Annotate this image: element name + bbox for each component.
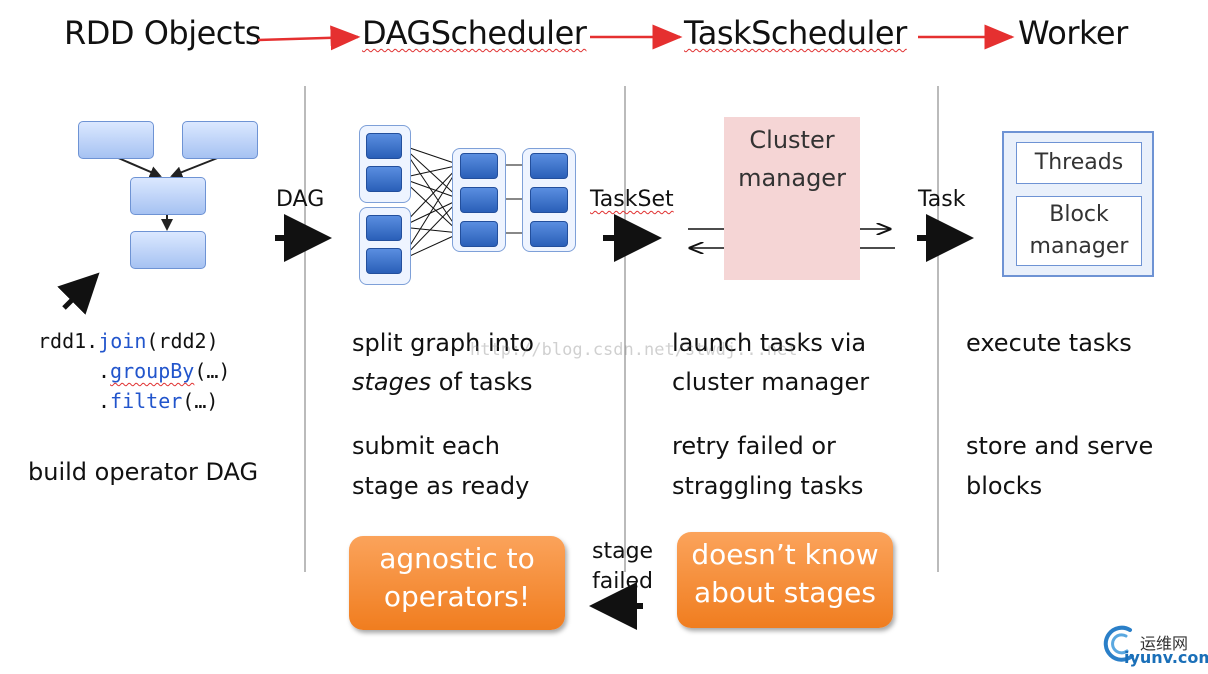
label-taskset: TaskSet: [590, 187, 674, 212]
task-node: [460, 221, 498, 247]
threads-box: Threads: [1016, 142, 1142, 184]
rdd-node-4: [130, 231, 206, 269]
code-groupby: groupBy: [110, 359, 195, 383]
rdd-node-2: [182, 121, 258, 159]
callout-doesnt-know: doesn’t know about stages: [677, 532, 893, 628]
worker-desc-3: blocks: [966, 472, 1043, 500]
iyunv-logo-icon: [1100, 622, 1144, 666]
code-line-3: .filter(…): [98, 389, 219, 413]
task-node: [460, 153, 498, 179]
logo-site-text: iyunv.com: [1124, 648, 1208, 667]
label-dag: DAG: [276, 187, 325, 212]
rdd-edge-1: [115, 156, 162, 178]
separator-3: [937, 86, 939, 572]
task-node: [530, 221, 568, 247]
watermark-url: http://blog.csdn.net/stwdj...net: [470, 340, 798, 360]
cluster-manager-label: Cluster manager: [738, 126, 846, 192]
dag-desc-1: split graph into: [352, 329, 534, 357]
task-node: [460, 187, 498, 213]
pointer-arrow: [57, 272, 100, 315]
block-manager-box: Block manager: [1016, 196, 1142, 266]
task-node: [530, 187, 568, 213]
header-arrow-1: [257, 25, 361, 51]
worker-desc-1: execute tasks: [966, 329, 1132, 357]
rdd-edge-2: [170, 156, 221, 178]
dag-desc-4: stage as ready: [352, 472, 530, 500]
separator-2: [624, 86, 626, 572]
header-dag-scheduler: DAGScheduler: [362, 14, 587, 52]
label-task: Task: [918, 187, 966, 212]
code-line-1: rdd1.join(rdd2): [38, 329, 219, 353]
code-join: join: [98, 329, 147, 353]
dag-desc-3: submit each: [352, 432, 500, 460]
callout-agnostic: agnostic to operators!: [349, 536, 565, 630]
header-task-scheduler: TaskScheduler: [684, 14, 907, 52]
task-node: [366, 166, 402, 192]
task-node: [366, 133, 402, 159]
ts-desc-1: launch tasks via: [672, 329, 867, 357]
cluster-manager-box: [724, 117, 860, 280]
ts-desc-2: cluster manager: [672, 368, 870, 396]
ts-desc-3: retry failed or: [672, 432, 836, 460]
header-worker: Worker: [1018, 14, 1128, 52]
rdd-node-1: [78, 121, 154, 159]
logo-cn-text: 运维网: [1140, 634, 1189, 653]
task-node: [530, 153, 568, 179]
rdd-node-3: [130, 177, 206, 215]
dag-desc-2: stages of tasks: [352, 368, 533, 396]
task-node: [366, 248, 402, 274]
code-filter: filter: [110, 389, 183, 413]
worker-desc-2: store and serve: [966, 432, 1154, 460]
ts-desc-4: straggling tasks: [672, 472, 864, 500]
header-rdd-objects: RDD Objects: [64, 14, 262, 52]
separator-1: [304, 86, 306, 572]
rdd-caption: build operator DAG: [28, 458, 259, 486]
task-node: [366, 215, 402, 241]
code-line-2: .groupBy(…): [98, 359, 231, 383]
label-stage-failed: stage failed: [592, 539, 654, 594]
